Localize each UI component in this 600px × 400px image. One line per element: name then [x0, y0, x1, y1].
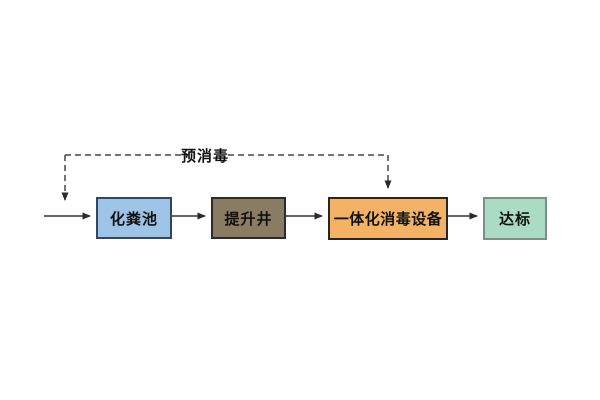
- node-integrated-disinfection: 一体化消毒设备: [328, 197, 448, 240]
- node-septic-tank-label: 化粪池: [109, 209, 158, 228]
- node-lift-well: 提升井: [211, 197, 286, 239]
- node-lift-well-label: 提升井: [224, 209, 273, 228]
- pre-disinfection-label: 预消毒: [181, 146, 230, 165]
- node-septic-tank: 化粪池: [96, 197, 172, 239]
- node-integrated-disinfection-label: 一体化消毒设备: [333, 210, 443, 228]
- node-compliance: 达标: [483, 197, 547, 240]
- node-compliance-label: 达标: [498, 210, 531, 228]
